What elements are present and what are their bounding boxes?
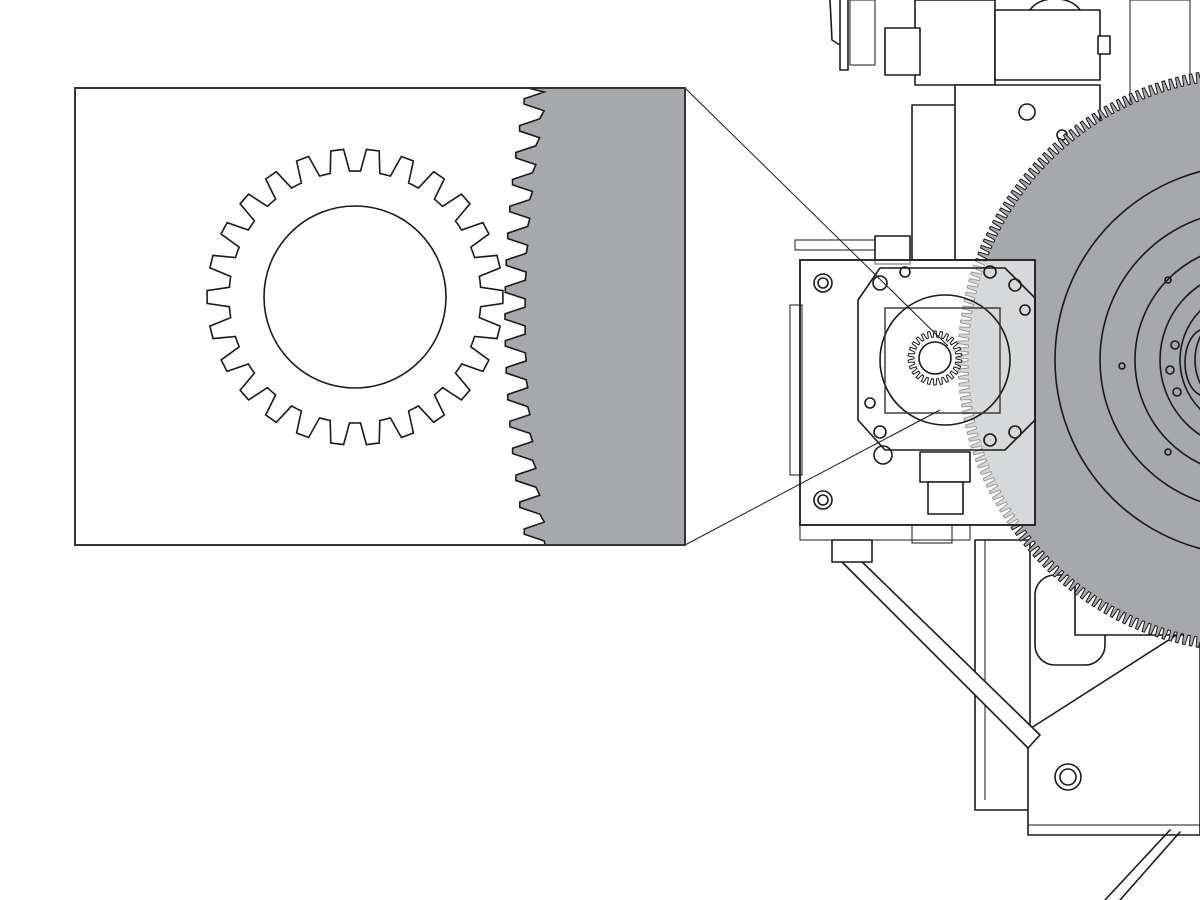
mount-hole: [1018, 103, 1036, 121]
hub-bore: [1184, 329, 1200, 396]
top-clip-slot: [849, 0, 876, 66]
hub-bolt-2: [1165, 365, 1175, 375]
plate-bolt-tl: [817, 277, 829, 289]
flange-bolt-10: [873, 445, 893, 465]
motor-mount-plate-outline: [799, 259, 1036, 526]
flange-bolt-1: [872, 275, 888, 291]
top-pipe: [1029, 0, 1081, 11]
large-gear-ring-4: [1159, 284, 1200, 436]
lower-column: [974, 539, 1031, 811]
machine-frame: [829, 0, 1200, 900]
motor-mount-plate: [789, 235, 1036, 544]
top-bolt: [1097, 35, 1111, 55]
large-gear-hub-inner: [1179, 309, 1200, 411]
large-gear-bolt-3: [1164, 448, 1172, 456]
plate-bottom-block: [911, 524, 953, 544]
base-bolt-outer: [1054, 763, 1082, 791]
strut-nut: [831, 539, 873, 563]
plate-side-tab: [789, 304, 803, 476]
large-gear-ring-2: [1099, 217, 1200, 503]
large-gear-bolt-2: [1118, 362, 1126, 370]
small-pinion-bore: [918, 341, 952, 375]
plate-bolt-bl-outer: [813, 490, 833, 510]
flange-bolt-3: [983, 265, 997, 279]
flange-bolt-6: [873, 425, 887, 439]
flange-bolt-4: [1008, 278, 1022, 292]
central-housing-upper: [911, 104, 958, 261]
top-actuator-body: [914, 0, 996, 86]
detail-pinion-gear: [206, 148, 504, 446]
motor-output-boss: [919, 451, 971, 483]
base-bolt-inner: [1059, 768, 1077, 786]
flange-bolt-2: [899, 266, 911, 278]
plate-bolt-bl: [817, 494, 829, 506]
top-fitting: [994, 9, 1101, 81]
leader-line-top: [684, 87, 949, 347]
large-gear-bolt-1: [1164, 276, 1172, 284]
flange-bolt-5: [1019, 304, 1031, 316]
leader-line-bottom: [684, 409, 941, 546]
plate-bottom-rail: [799, 524, 971, 541]
base-bracket: [1027, 619, 1200, 836]
floor-leg: [1104, 829, 1181, 900]
motor-output-shaft: [927, 481, 964, 515]
top-actuator-cap: [884, 27, 921, 76]
hub-bolt-1: [1170, 340, 1180, 350]
large-gear-ring-1: [1054, 170, 1200, 550]
detail-source-frame: [884, 307, 1001, 414]
top-clip: [829, 0, 849, 71]
flange-bolt-7: [864, 397, 876, 409]
hub-bolt-3: [1172, 387, 1182, 397]
detail-rack-section: [504, 87, 686, 546]
flange-bolt-9: [1008, 425, 1022, 439]
large-gear-hub: [1194, 335, 1200, 385]
detail-view-border: [74, 87, 686, 546]
flange-bolt-8: [983, 433, 997, 447]
large-gear-ring-3: [1134, 255, 1200, 465]
motor-flange: [857, 267, 1036, 451]
plate-bolt-tl-outer: [813, 273, 833, 293]
detail-pinion-bore: [263, 205, 447, 389]
detail-view: [74, 87, 686, 546]
small-pinion-gear: [907, 330, 963, 386]
motor-body-circle: [879, 294, 1011, 426]
